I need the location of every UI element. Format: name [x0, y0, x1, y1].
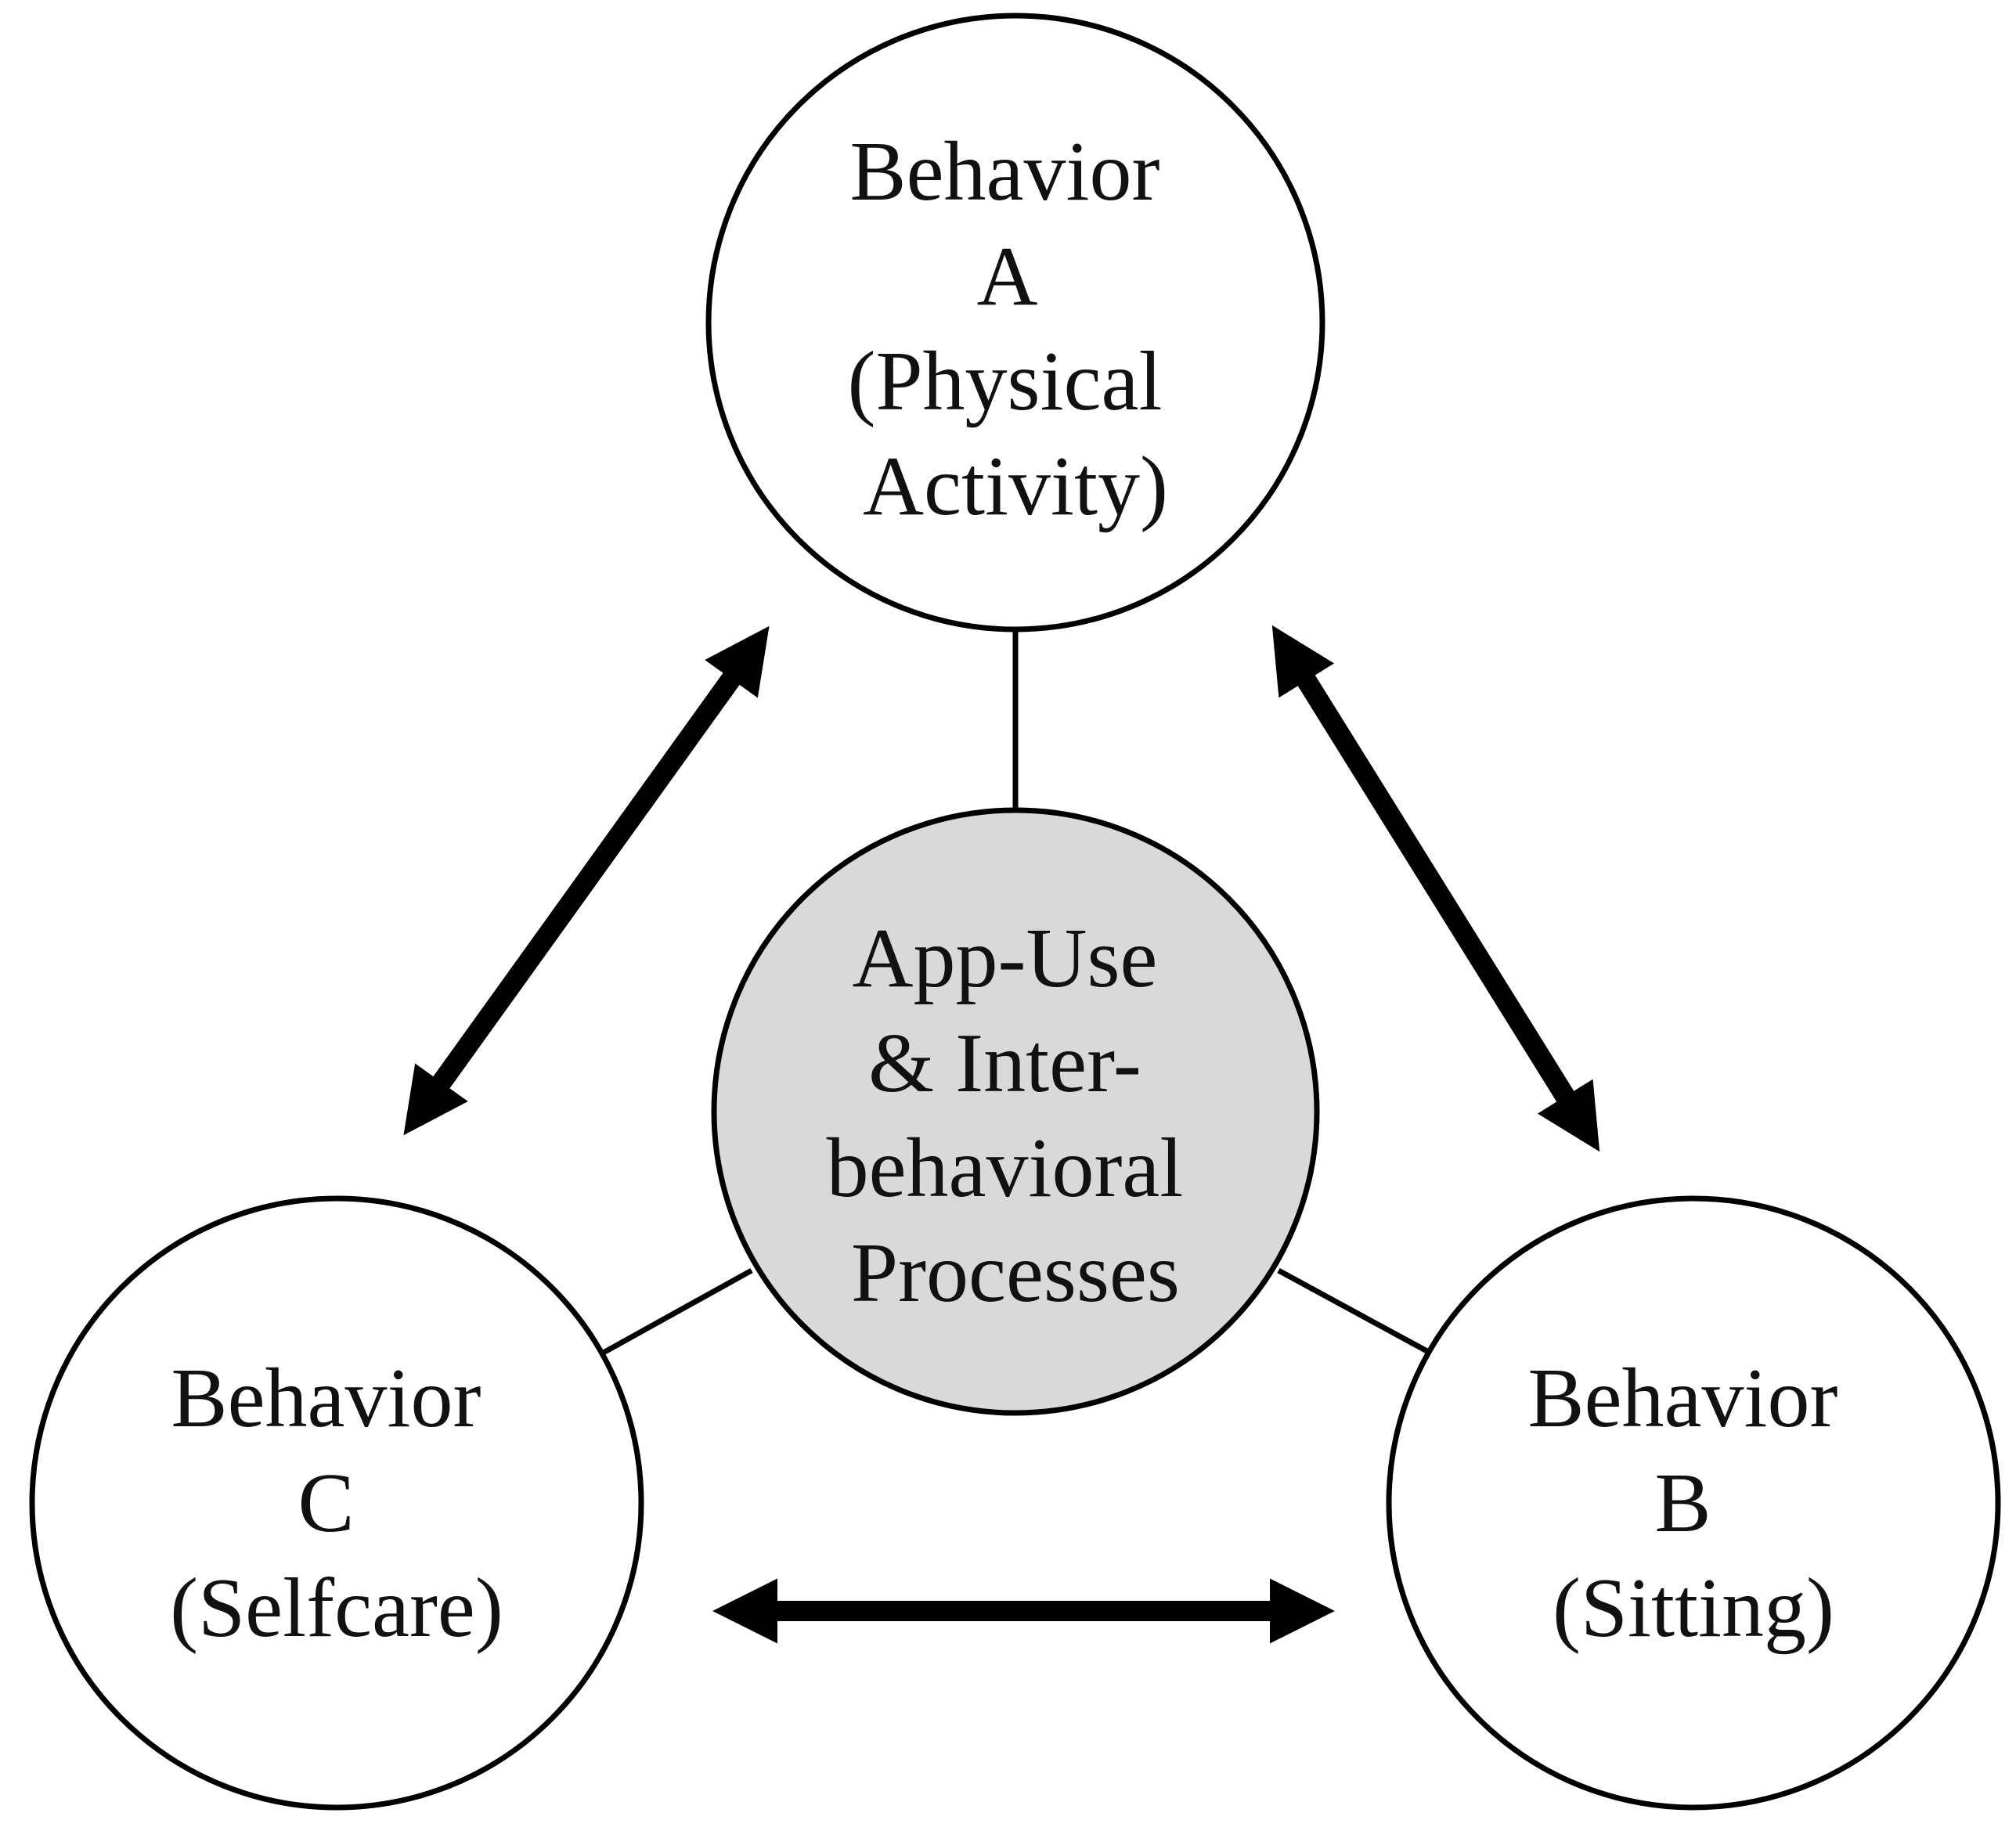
center-circle	[711, 807, 1320, 1416]
center-line-4: Processes	[851, 1227, 1180, 1320]
node-behavior-a: Behavior A (Physical Activity)	[705, 13, 1325, 632]
center-line-2: & Inter-	[868, 1017, 1141, 1110]
behavior-a-label: Behavior A (Physical Activity)	[848, 125, 1184, 533]
behavior-b-line-1: Behavior	[1528, 1352, 1838, 1445]
behavior-a-line-4: Activity)	[863, 440, 1168, 533]
behavior-a-circle	[705, 13, 1325, 632]
center-line-1: App-Use	[853, 912, 1158, 1005]
center-line-3: behavioral	[827, 1122, 1184, 1215]
node-center: App-Use & Inter- behavioral Processes	[711, 807, 1320, 1416]
node-behavior-b: Behavior B (Sitting)	[1386, 1195, 2001, 1811]
behavior-b-line-2: B	[1654, 1457, 1711, 1550]
behavior-c-line-2: C	[298, 1457, 354, 1550]
arrow-a-c	[403, 625, 770, 1136]
behavior-c-label: Behavior C (Selfcare)	[170, 1352, 503, 1655]
behavior-a-line-3: (Physical	[848, 335, 1163, 428]
connector-center-to-b	[1277, 1267, 1434, 1357]
behavior-c-line-1: Behavior	[171, 1352, 481, 1445]
behavior-c-line-3: (Selfcare)	[170, 1562, 503, 1655]
center-label: App-Use & Inter- behavioral Processes	[827, 912, 1205, 1320]
behavior-b-circle	[1386, 1195, 2001, 1811]
behavior-a-line-1: Behavior	[850, 125, 1160, 218]
behavior-c-circle	[29, 1195, 644, 1811]
behavior-b-line-3: (Sitting)	[1553, 1562, 1834, 1655]
node-behavior-c: Behavior C (Selfcare)	[29, 1195, 644, 1811]
connector-center-to-c	[599, 1267, 753, 1357]
arrow-a-b	[1271, 625, 1600, 1152]
behavior-b-label: Behavior B (Sitting)	[1528, 1352, 1859, 1655]
behavior-a-line-2: A	[976, 230, 1037, 323]
